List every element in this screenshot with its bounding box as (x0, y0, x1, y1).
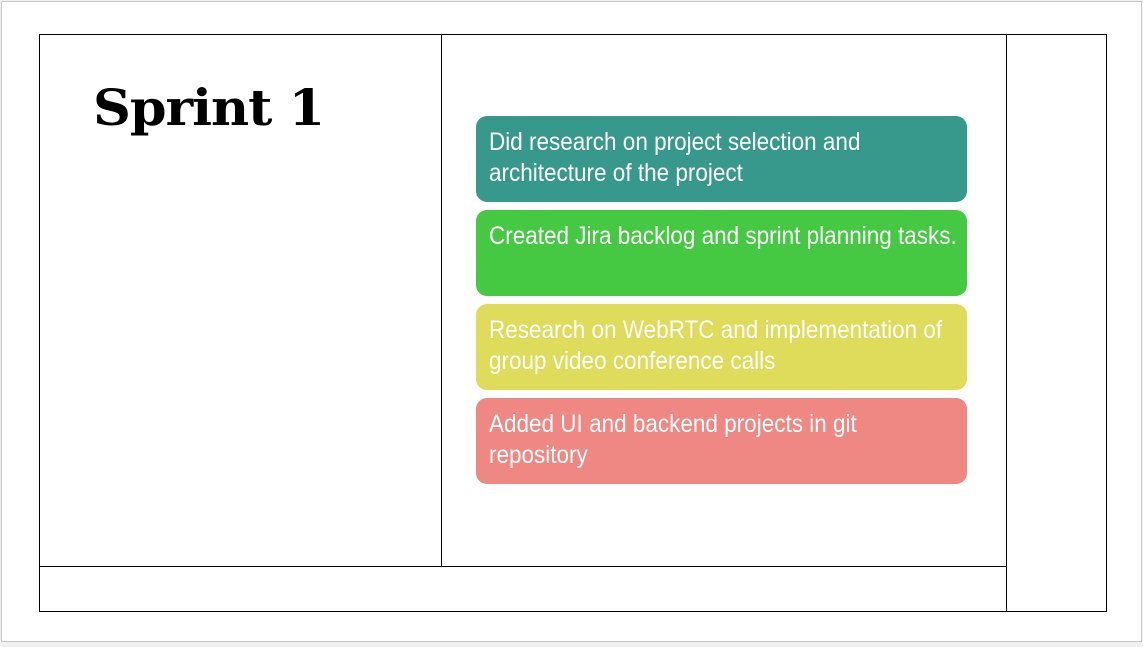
frame-top-line (39, 34, 1107, 35)
content-column-divider (1006, 34, 1007, 612)
frame-bottom-line (39, 611, 1107, 612)
sprint-task-text: Did research on project selection and ar… (489, 128, 861, 187)
title-column-divider (441, 34, 442, 566)
sprint-task-text: Research on WebRTC and implementation of… (489, 316, 943, 375)
footer-divider (39, 566, 1007, 567)
sprint-task-card[interactable]: Research on WebRTC and implementation of… (476, 304, 967, 390)
slide-title[interactable]: Sprint 1 (93, 78, 325, 137)
frame-right-line (1106, 34, 1107, 612)
sprint-task-text: Created Jira backlog and sprint planning… (489, 222, 957, 250)
sprint-task-card[interactable]: Added UI and backend projects in git rep… (476, 398, 967, 484)
frame-left-line (39, 34, 40, 612)
sprint-task-text: Added UI and backend projects in git rep… (489, 410, 857, 469)
sprint-task-card[interactable]: Did research on project selection and ar… (476, 116, 967, 202)
sprint-task-card[interactable]: Created Jira backlog and sprint planning… (476, 210, 967, 296)
